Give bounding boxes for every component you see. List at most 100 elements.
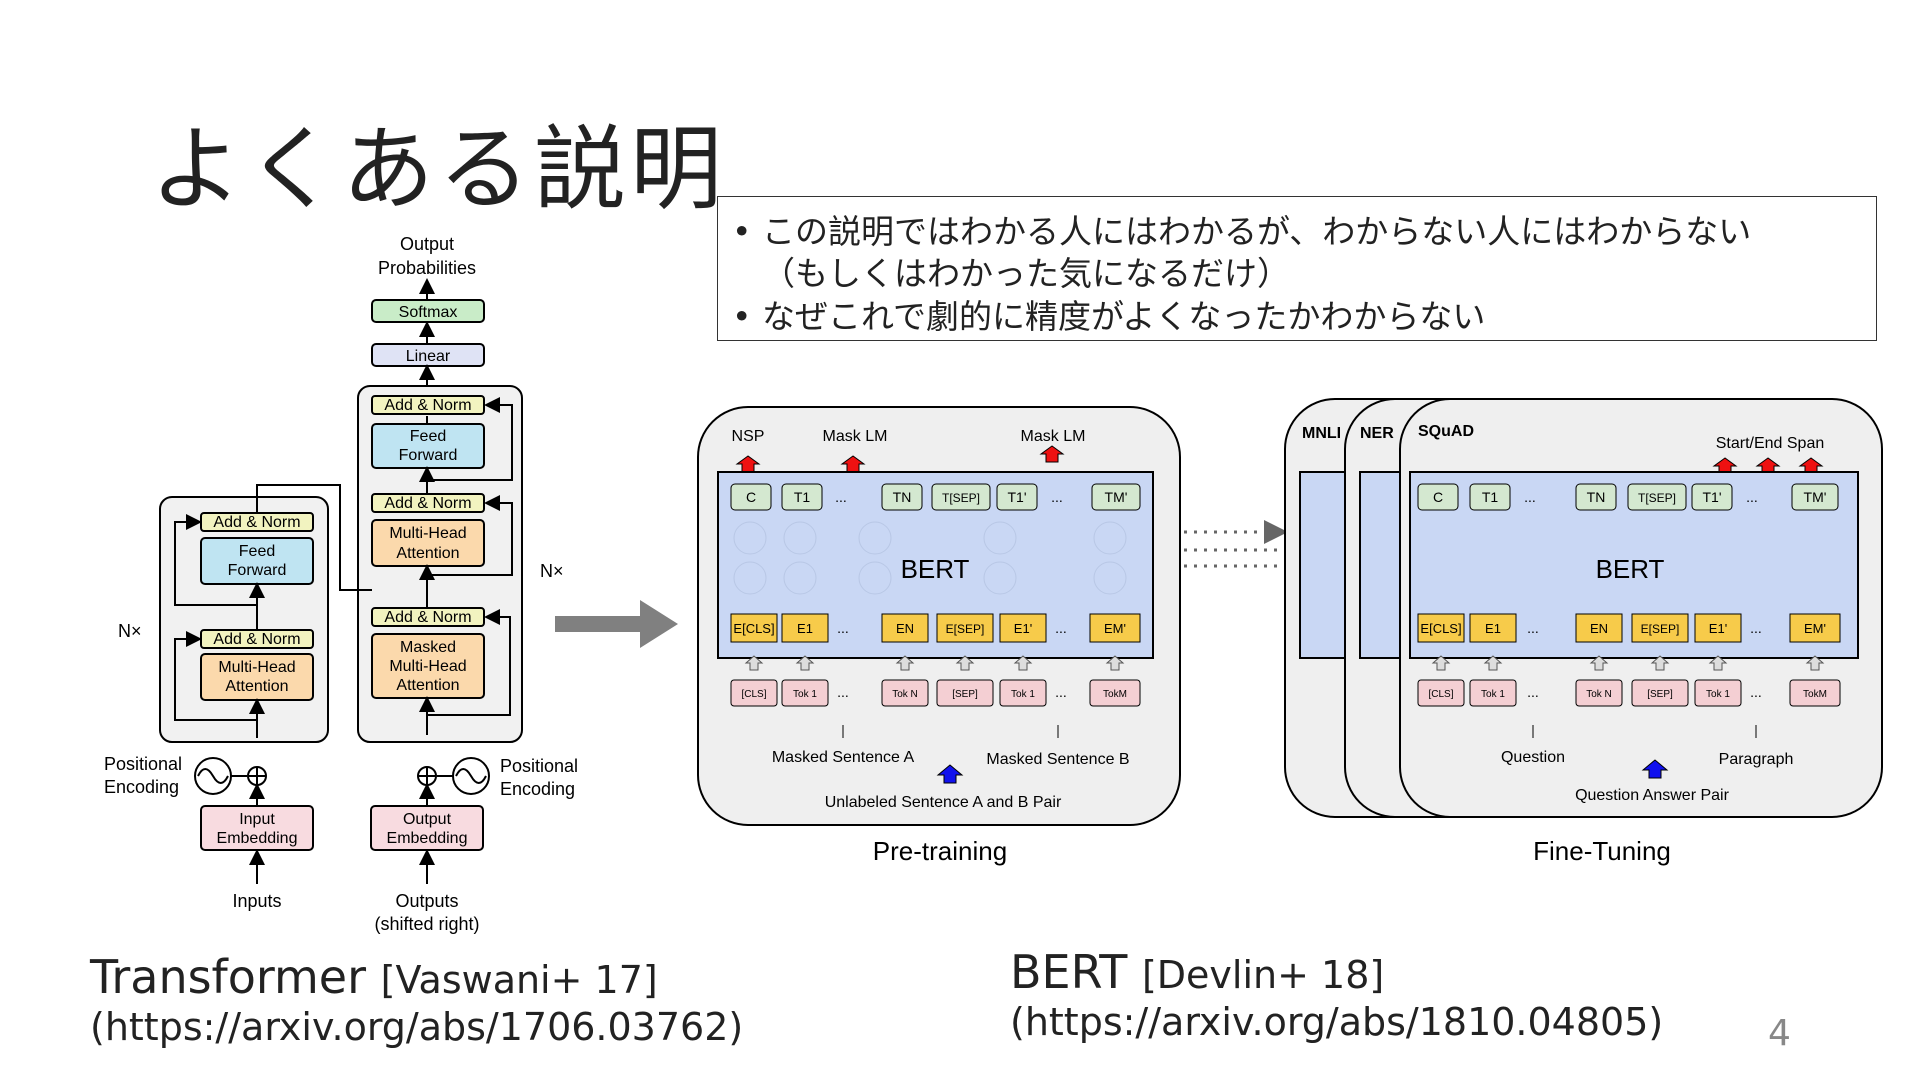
fine-input-token-4: Tok 1 [1706,689,1730,700]
pre-emb-token-1: E1 [797,621,813,636]
outputs-label-2: (shifted right) [374,914,479,934]
fine-input-token-3: [SEP] [1647,689,1673,700]
encoder-positional-label-1: Positional [104,754,182,774]
decoder-masked-label-3: Attention [396,677,459,694]
fine-question-label: Question [1501,749,1565,766]
encoder-ff-label-1: Feed [239,543,275,560]
bert-url: (https://arxiv.org/abs/1810.04805) [1010,1000,1664,1044]
output-probabilities-label-2: Probabilities [378,258,476,278]
pre-emb-token-0: E[CLS] [733,621,774,636]
encoder-ff-label-2: Forward [228,562,287,579]
transformer-url: (https://arxiv.org/abs/1706.03762) [90,1005,744,1049]
fine-input-ellipsis-2: ... [1750,684,1762,700]
output-probabilities-label-1: Output [400,234,454,254]
pre-top-tokens: C T1 ... TN T[SEP] T1' ... TM' [730,483,1141,511]
decoder-nx-label: N× [540,561,564,581]
pre-input-token-1: Tok 1 [793,689,817,700]
bert-finetuning-panel: MNLI NER SQuAD Start/End Span BERT C T1 … [1284,398,1883,818]
pre-emb-token-2: EN [896,621,914,636]
encoder-mha-label-2: Attention [225,678,288,695]
slide-title: よくある説明 [150,116,727,223]
decoder-masked-label-2: Multi-Head [389,658,466,675]
fine-top-token-4: T1' [1702,489,1721,505]
output-embedding-label-1: Output [403,811,452,828]
fine-top-ellipsis-1: ... [1524,489,1536,505]
fine-emb-ellipsis-2: ... [1750,620,1762,636]
fine-top-token-2: TN [1587,489,1606,505]
pre-top-token-0: C [746,489,756,505]
transformer-name: Transformer [90,950,367,1004]
fine-input-token-0: [CLS] [1428,689,1453,700]
encoder-positional-label-2: Encoding [104,777,179,797]
fine-pair-arrow-icon [1641,759,1669,779]
pre-pair-arrow-icon [936,764,964,784]
pre-emb-token-3: E[SEP] [946,622,985,636]
pre-emb-ellipsis-1: ... [837,620,849,636]
pre-top-ellipsis-1: ... [835,489,847,505]
encoder-mha-label-1: Multi-Head [218,659,295,676]
pre-top-token-1: T1 [794,489,811,505]
pre-emb-ellipsis-2: ... [1055,620,1067,636]
fine-emb-token-0: E[CLS] [1420,621,1461,636]
pre-input-ellipsis-2: ... [1055,684,1067,700]
ner-tab-label: NER [1360,425,1394,442]
pre-pair-label: Unlabeled Sentence A and B Pair [825,794,1062,811]
pre-top-token-2: TN [893,489,912,505]
decoder-mha-label-2: Attention [396,545,459,562]
decoder-ff-label-2: Forward [399,447,458,464]
decoder-masked-label-1: Masked [400,639,456,656]
squad-tab-label: SQuAD [1418,423,1474,440]
note-line-2: （もしくはわかった気になるだけ） [762,254,1290,293]
decoder-add-norm-1-label: Add & Norm [384,609,471,626]
fine-input-ellipsis-1: ... [1527,684,1539,700]
pre-top-ellipsis-2: ... [1051,489,1063,505]
pre-emb-token-4: E1' [1014,621,1032,636]
pre-sentence-a-label: Masked Sentence A [772,749,915,766]
pre-input-token-2: Tok N [892,689,918,700]
inputs-label: Inputs [232,891,281,911]
fine-pair-label: Question Answer Pair [1575,787,1730,804]
fine-emb-ellipsis-1: ... [1527,620,1539,636]
output-embedding-label-2: Embedding [387,830,468,847]
finetuning-caption: Fine-Tuning [1533,836,1671,866]
fine-emb-token-2: EN [1590,621,1608,636]
encoder-add-norm-2-label: Add & Norm [213,514,300,531]
transformer-ref: [Vaswani+ 17] [380,958,658,1002]
decoder-positional-label-2: Encoding [500,779,575,799]
fine-top-tokens: C T1 ... TN T[SEP] T1' ... TM' [1417,483,1839,511]
bert-name: BERT [1010,945,1128,999]
pre-input-token-3: [SEP] [952,689,978,700]
linear-label: Linear [406,348,451,365]
fine-input-token-5: TokM [1803,689,1827,700]
bert-ref: [Devlin+ 18] [1141,953,1385,997]
encoder-add-norm-1-label: Add & Norm [213,631,300,648]
pre-emb-token-5: EM' [1104,621,1126,636]
note-line-1: • この説明ではわかる人にはわかるが、わからない人にはわからない [732,212,1752,251]
nsp-label: NSP [732,428,765,445]
fine-paragraph-label: Paragraph [1719,751,1794,768]
fine-input-tokens: [CLS] Tok 1 ... Tok N [SEP] Tok 1 ... To… [1417,679,1841,707]
start-end-span-label: Start/End Span [1716,435,1825,452]
transformer-diagram: Output Probabilities Softmax Linear Add … [104,234,578,934]
pre-input-token-4: Tok 1 [1011,689,1035,700]
note-line-3: • なぜこれで劇的に精度がよくなったかわからない [732,297,1486,336]
mnli-tab-label: MNLI [1302,425,1341,442]
pre-input-token-5: TokM [1103,689,1127,700]
fine-emb-token-1: E1 [1485,621,1501,636]
decoder-positional-label-1: Positional [500,756,578,776]
mask-lm-label-1: Mask LM [823,428,888,445]
note-box: • この説明ではわかる人にはわかるが、わからない人にはわからない （もしくはわか… [717,196,1877,341]
pre-emb-tokens: E[CLS] E1 ... EN E[SEP] E1' ... EM' [730,613,1141,643]
pre-top-token-4: T1' [1007,489,1026,505]
input-embedding-label-2: Embedding [217,830,298,847]
pre-top-token-3: T[SEP] [942,491,980,505]
decoder-add-norm-3-label: Add & Norm [384,397,471,414]
mask-lm-label-2: Mask LM [1021,428,1086,445]
outputs-label-1: Outputs [395,891,458,911]
fine-top-token-5: TM' [1804,489,1827,505]
transition-arrow-icon [555,600,678,648]
fine-top-token-1: T1 [1482,489,1499,505]
pretraining-caption: Pre-training [873,836,1007,866]
bert-caption: BERT [Devlin+ 18] [1010,945,1384,999]
